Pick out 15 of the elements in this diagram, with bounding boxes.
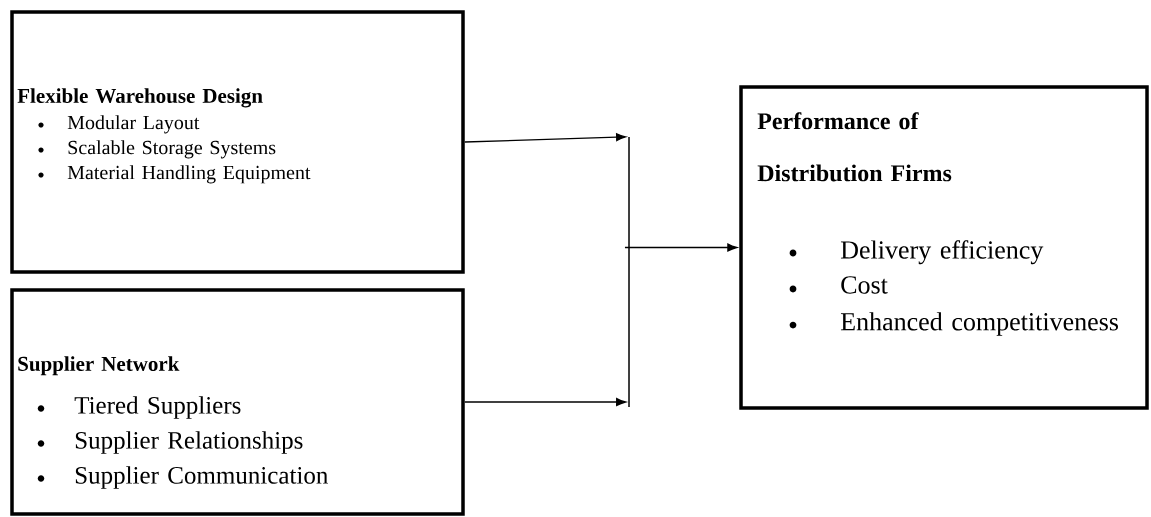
bullet-item: Delivery efficiency <box>789 240 1044 265</box>
bullet-item: Cost <box>789 276 888 294</box>
bullet-item: Tiered Suppliers <box>37 396 241 419</box>
bullet-item: Scalable Storage Systems <box>38 140 276 159</box>
bullet-item: Supplier Communication <box>37 466 328 489</box>
arrow <box>624 243 738 252</box>
bullet-item: Supplier Relationships <box>37 431 303 454</box>
bullet-item: Material Handling Equipment <box>38 165 311 184</box>
arrow <box>464 398 627 406</box>
bullet-item: Enhanced competitiveness <box>789 312 1118 336</box>
bullet-item: Modular Layout <box>38 115 200 134</box>
heading: Supplier Network <box>18 356 180 376</box>
heading: Performance of Distribution Firms <box>757 112 952 182</box>
arrow <box>464 133 627 143</box>
heading: Flexible Warehouse Design <box>17 88 263 108</box>
